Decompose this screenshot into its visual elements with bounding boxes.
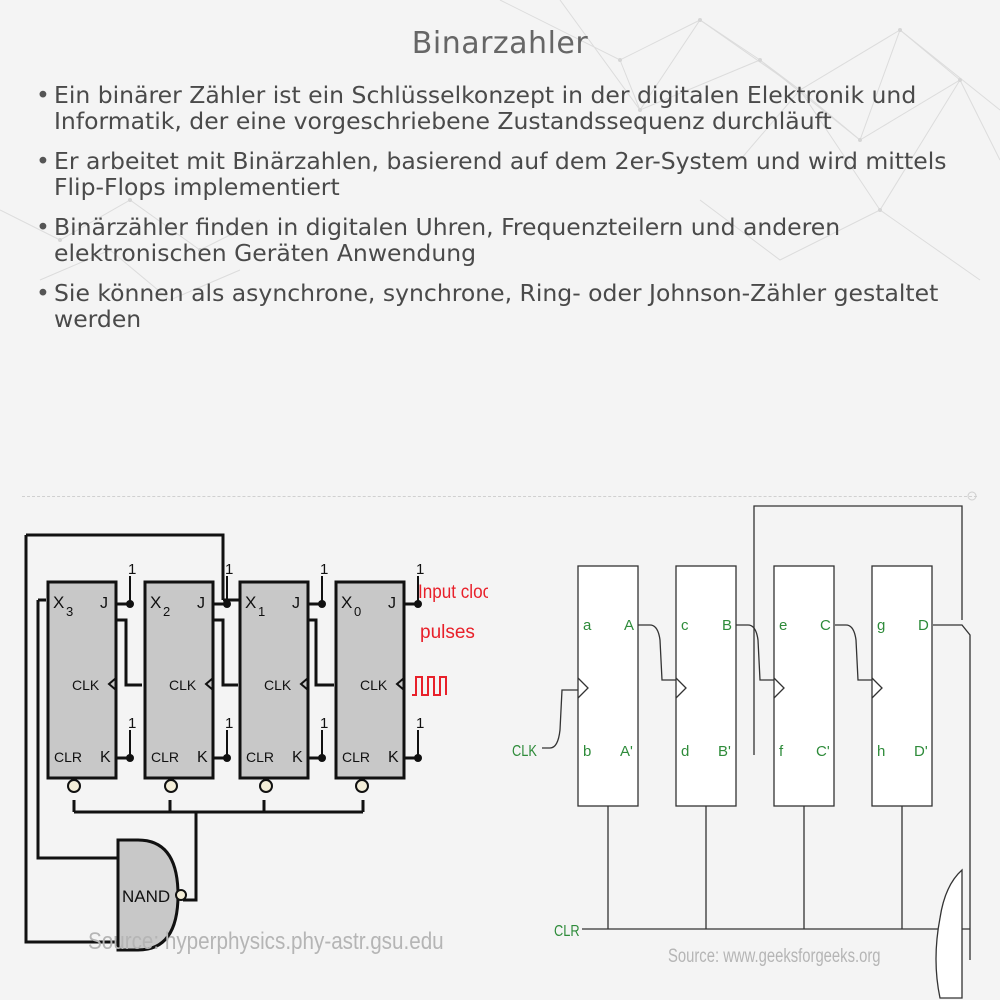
ff-name: X — [53, 593, 64, 612]
pin-k-label: K — [388, 749, 399, 766]
clock-edge-icon — [395, 677, 405, 691]
clock-edge-icon — [577, 677, 589, 699]
clock-edge-icon — [204, 677, 214, 691]
flipflop-group: a b A A' c d B B' e f C C' g h D D' — [577, 565, 933, 807]
bullet-dot: • — [36, 213, 50, 241]
logic-high-label: 1 — [128, 561, 136, 578]
ff-name: X — [341, 593, 352, 612]
pin-k-label: K — [100, 749, 111, 766]
flipflop-D: g h D D' — [871, 565, 933, 807]
output-bottom-label: D' — [914, 743, 928, 760]
pin-j-label: J — [388, 595, 396, 612]
bullet-dot: • — [36, 279, 50, 307]
clock-edge-icon — [773, 677, 785, 699]
clk-label: CLK — [512, 743, 537, 761]
pin-clr-label: CLR — [54, 749, 82, 765]
flipflop-C: e f C C' — [773, 565, 835, 807]
ff-name: X — [150, 593, 161, 612]
logic-high-label: 1 — [128, 715, 136, 732]
ff-subscript: 3 — [66, 604, 73, 619]
and-gate — [935, 868, 963, 999]
pin-j-label: J — [292, 595, 300, 612]
clr-label: CLR — [554, 923, 580, 941]
clock-label-line1: Input clock — [418, 581, 488, 602]
logic-high-label: 1 — [320, 561, 328, 578]
clock-edge-icon — [107, 677, 117, 691]
bullet-item: •Ein binärer Zähler ist ein Schlüsselkon… — [32, 82, 962, 134]
pin-clk-label: CLK — [169, 677, 197, 693]
page-title: Binarzahler — [411, 26, 589, 61]
clock-edge-icon — [675, 677, 687, 699]
pin-clk-label: CLK — [264, 677, 292, 693]
input-top-label: e — [779, 617, 787, 634]
background-network-pattern — [0, 0, 1000, 301]
source-caption-left: Source: hyperphysics.phy-astr.gsu.edu — [88, 928, 444, 955]
clock-label-line2: pulses — [420, 622, 475, 643]
clock-pulse-icon — [412, 676, 447, 696]
pin-clk-label: CLK — [360, 677, 388, 693]
output-bottom-label: B' — [718, 743, 731, 760]
pin-j-label: J — [197, 595, 205, 612]
clr-bubble-icon — [67, 779, 81, 793]
clr-bubble-icon — [259, 779, 273, 793]
ff-subscript: 1 — [258, 604, 265, 619]
bullet-text: Er arbeitet mit Binärzahlen, basierend a… — [54, 147, 947, 201]
output-bottom-label: A' — [620, 743, 633, 760]
output-top-label: C — [820, 617, 831, 634]
logic-high-label: 1 — [416, 561, 424, 578]
pin-j-label: J — [100, 595, 108, 612]
logic-high-label: 1 — [320, 715, 328, 732]
flipflop-A: a b A A' — [577, 565, 639, 807]
bullet-list: •Ein binärer Zähler ist ein Schlüsselkon… — [32, 82, 962, 346]
input-top-label: a — [583, 617, 592, 634]
bullet-item: •Er arbeitet mit Binärzahlen, basierend … — [32, 148, 962, 200]
input-bottom-label: d — [681, 743, 689, 760]
nand-label: NAND — [122, 887, 170, 906]
logic-high-label: 1 — [225, 715, 233, 732]
output-top-label: A — [624, 617, 634, 634]
input-bottom-label: f — [779, 743, 784, 760]
logic-high-label: 1 — [416, 715, 424, 732]
bullet-item: •Binärzähler finden in digitalen Uhren, … — [32, 214, 962, 266]
ff-subscript: 0 — [354, 604, 361, 619]
ff-name: X — [245, 593, 256, 612]
output-top-label: B — [722, 617, 732, 634]
pin-clr-label: CLR — [151, 749, 179, 765]
ff-subscript: 2 — [163, 604, 170, 619]
divider-dot-icon — [967, 491, 977, 501]
pin-k-label: K — [292, 749, 303, 766]
nand-gate: NAND — [116, 838, 187, 952]
input-top-label: c — [681, 617, 689, 634]
input-bottom-label: h — [877, 743, 885, 760]
bullet-text: Ein binärer Zähler ist ein Schlüsselkonz… — [54, 81, 917, 135]
flipflop-B: c d B B' — [675, 565, 737, 807]
clr-bubble-icon — [164, 779, 178, 793]
logic-high-label: 1 — [225, 561, 233, 578]
bullet-item: •Sie können als asynchrone, synchrone, R… — [32, 280, 962, 332]
bullet-text: Binärzähler finden in digitalen Uhren, F… — [54, 213, 841, 267]
source-caption-right: Source: www.geeksforgeeks.org — [668, 946, 881, 967]
bullet-dot: • — [36, 147, 50, 175]
pin-clr-label: CLR — [342, 749, 370, 765]
output-bottom-label: C' — [816, 743, 830, 760]
pin-k-label: K — [197, 749, 208, 766]
bullet-text: Sie können als asynchrone, synchrone, Ri… — [54, 279, 939, 333]
clock-edge-icon — [299, 677, 309, 691]
input-top-label: g — [877, 617, 885, 634]
clock-edge-icon — [871, 677, 883, 699]
pin-clk-label: CLK — [72, 677, 100, 693]
ring-counter-diagram: a b A A' c d B B' e f C C' g h D D' CLK CLR — [512, 505, 971, 999]
pin-clr-label: CLR — [246, 749, 274, 765]
input-bottom-label: b — [583, 743, 591, 760]
section-divider — [22, 496, 977, 497]
bullet-dot: • — [36, 81, 50, 109]
clr-bubble-icon — [355, 779, 369, 793]
output-top-label: D — [918, 617, 929, 634]
